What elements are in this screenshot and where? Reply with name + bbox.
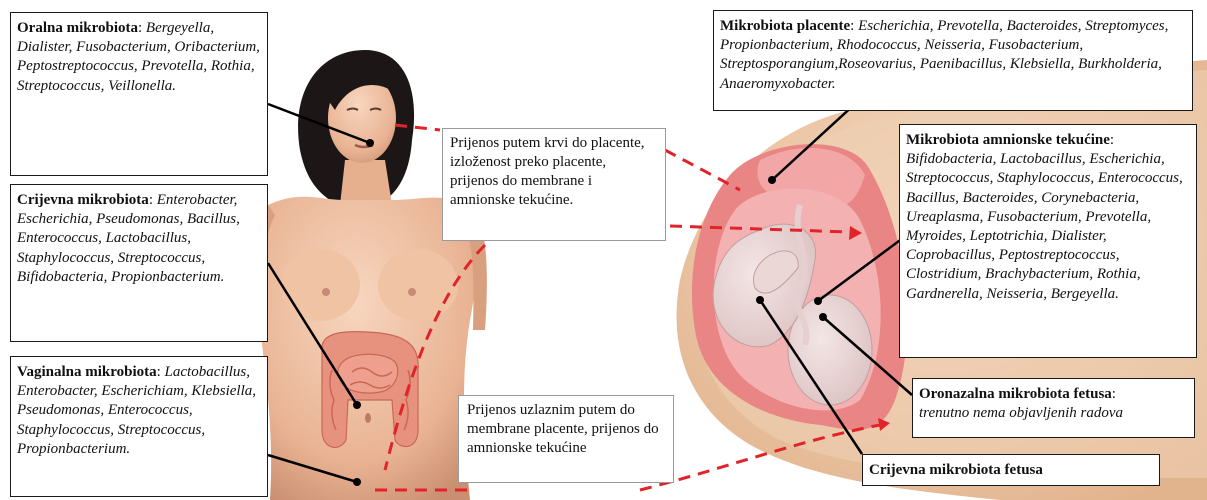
gut-title: Crijevna mikrobiota — [17, 192, 149, 208]
blood-transfer-box: Prijenos putem krvi do placente, izložen… — [442, 128, 666, 241]
amniotic-list: Bifidobacteria, Lactobacillus, Escherich… — [906, 151, 1183, 301]
fetal-gut-title: Crijevna mikrobiota fetusa — [869, 462, 1043, 478]
oral-title: Oralna mikrobiota — [17, 20, 138, 36]
gut-microbiota-box: Crijevna mikrobiota: Enterobacter, Esche… — [10, 184, 268, 342]
oral-microbiota-box: Oralna mikrobiota: Bergeyella, Dialister… — [10, 12, 268, 176]
blood-transfer-text: Prijenos putem krvi do placente, izložen… — [450, 135, 645, 208]
amniotic-microbiota-box: Mikrobiota amnionske tekućine: Bifidobac… — [899, 124, 1197, 358]
woman-figure — [248, 50, 487, 500]
ascending-transfer-box: Prijenos uzlaznim putem do membrane plac… — [458, 395, 674, 483]
placenta-title: Mikrobiota placente — [720, 18, 850, 34]
placenta-microbiota-box: Mikrobiota placente: Escherichia, Prevot… — [713, 10, 1193, 111]
vaginal-microbiota-box: Vaginalna mikrobiota: Lactobacillus, Ent… — [10, 356, 268, 497]
amniotic-title: Mikrobiota amnionske tekućine — [906, 132, 1110, 148]
vaginal-title: Vaginalna mikrobiota — [17, 364, 157, 380]
fetal-gut-box: Crijevna mikrobiota fetusa — [862, 454, 1160, 486]
fetal-oronasal-box: Oronazalna mikrobiota fetusa: trenutno n… — [912, 378, 1195, 438]
ascending-transfer-text: Prijenos uzlaznim putem do membrane plac… — [467, 402, 659, 456]
fetal-oronasal-list: trenutno nema objavljenih radova — [919, 405, 1123, 421]
fetal-oronasal-title: Oronazalna mikrobiota fetusa — [919, 386, 1112, 402]
